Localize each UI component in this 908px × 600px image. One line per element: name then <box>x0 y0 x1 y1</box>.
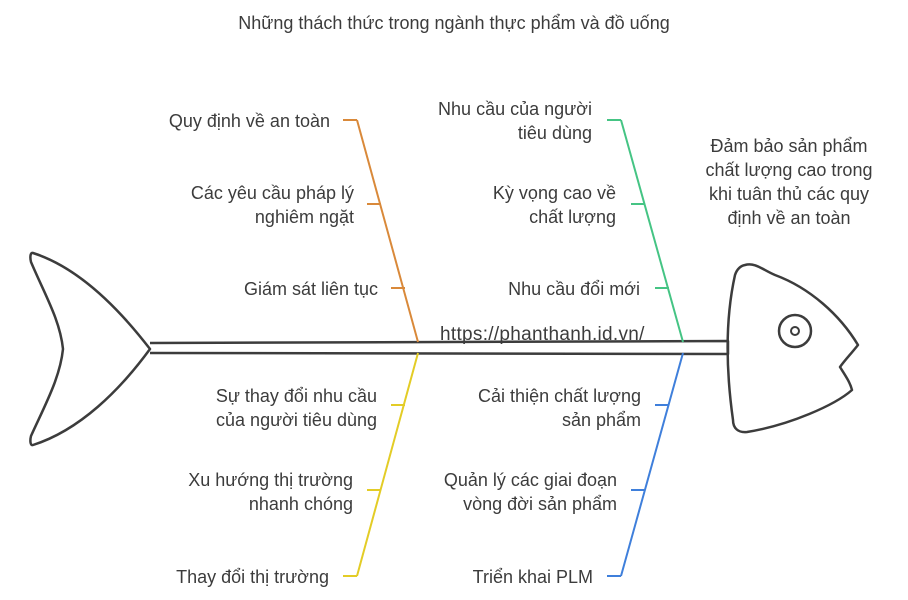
label-line: Quản lý các giai đoạn <box>443 470 617 490</box>
bone-bottom-left <box>356 352 419 577</box>
label-line: Các yêu cầu pháp lý <box>190 183 354 203</box>
label-line: của người tiêu dùng <box>216 410 377 430</box>
cause-label-bl-3: Thay đổi thị trường <box>176 565 329 589</box>
label-line: nhanh chóng <box>248 494 353 514</box>
cause-label-br-3: Triển khai PLM <box>473 565 593 589</box>
bone-top-left <box>356 119 419 343</box>
head-text-line: Đảm bảo sản phẩm <box>710 136 868 156</box>
cause-label-br-1: Cải thiện chất lượng sản phẩm <box>478 384 641 432</box>
label-line: Nhu cầu đổi mới <box>508 279 640 299</box>
head-text: Đảm bảo sản phẩm chất lượng cao trong kh… <box>690 134 888 230</box>
label-line: Quy định về an toàn <box>168 111 330 131</box>
label-line: Cải thiện chất lượng <box>478 386 641 406</box>
label-line: tiêu dùng <box>517 123 592 143</box>
label-line: Sự thay đổi nhu cầu <box>215 386 377 406</box>
fish-bones <box>343 119 684 577</box>
cause-label-tl-2: Các yêu cầu pháp lý nghiêm ngặt <box>191 181 354 229</box>
label-line: Xu hướng thị trường <box>188 470 353 490</box>
bone-bottom-right <box>620 352 684 577</box>
label-line: vòng đời sản phẩm <box>463 494 617 514</box>
label-line: chất lượng <box>529 207 616 227</box>
label-line: Triển khai PLM <box>472 567 593 587</box>
label-line: Nhu cầu của người <box>438 99 592 119</box>
cause-label-tl-3: Giám sát liên tục <box>244 277 378 301</box>
fish-head <box>726 263 860 434</box>
fish-tail <box>29 251 152 447</box>
diagram-title: Những thách thức trong ngành thực phẩm v… <box>238 13 670 33</box>
fish-pupil <box>790 326 800 336</box>
cause-label-br-2: Quản lý các giai đoạn vòng đời sản phẩm <box>444 468 617 516</box>
label-line: Giám sát liên tục <box>243 279 378 299</box>
cause-label-tr-1: Nhu cầu của người tiêu dùng <box>438 97 592 145</box>
fish-eye <box>777 313 813 349</box>
head-text-line: chất lượng cao trong <box>705 160 873 180</box>
label-line: nghiêm ngặt <box>254 207 354 227</box>
watermark-url: https://phanthanh.id.vn/ <box>440 324 645 345</box>
bone-top-right <box>620 119 684 343</box>
head-text-line: khi tuân thủ các quy <box>708 184 870 204</box>
head-text-line: định về an toàn <box>727 208 851 228</box>
cause-label-tl-1: Quy định về an toàn <box>169 109 330 133</box>
cause-label-bl-1: Sự thay đổi nhu cầu của người tiêu dùng <box>216 384 377 432</box>
cause-label-tr-2: Kỳ vọng cao về chất lượng <box>493 181 616 229</box>
label-line: sản phẩm <box>561 410 641 430</box>
label-line: Thay đổi thị trường <box>176 567 329 587</box>
cause-label-tr-3: Nhu cầu đổi mới <box>508 277 640 301</box>
label-line: Kỳ vọng cao về <box>492 183 616 203</box>
cause-label-bl-2: Xu hướng thị trường nhanh chóng <box>188 468 353 516</box>
